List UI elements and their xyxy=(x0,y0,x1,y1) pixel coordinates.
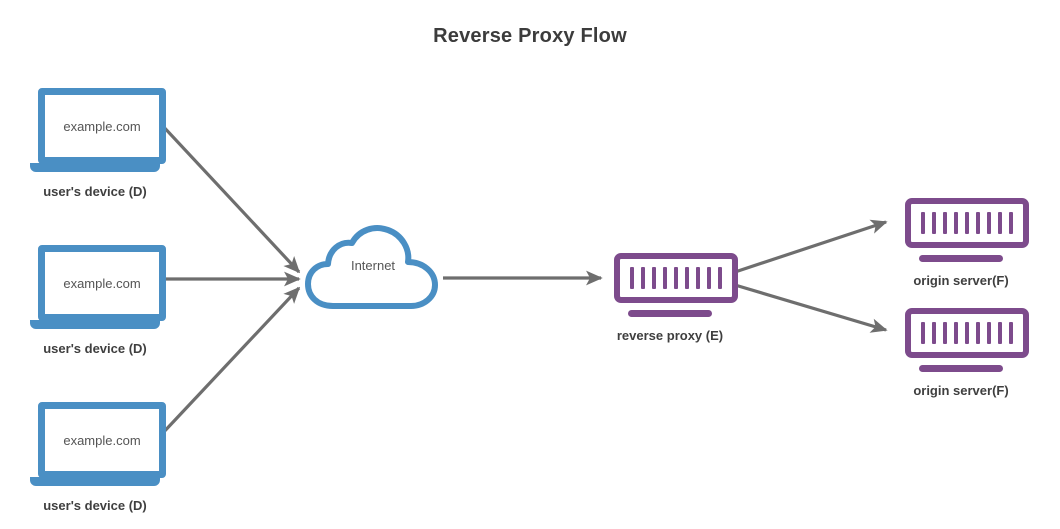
server-bar xyxy=(943,212,947,234)
server-bar xyxy=(663,267,667,289)
server-bar xyxy=(685,267,689,289)
client-node-2-label: user's device (D) xyxy=(43,341,147,356)
laptop-screen-text: example.com xyxy=(63,275,141,291)
server-bar xyxy=(954,212,958,234)
origin-server-node-1: origin server(F) xyxy=(898,198,1029,288)
server-bar xyxy=(987,322,991,344)
reverse-proxy-node: reverse proxy (E) xyxy=(607,253,738,343)
server-bar xyxy=(1009,212,1013,234)
client-node-2: example.com user's device (D) xyxy=(30,245,166,356)
server-bar xyxy=(954,322,958,344)
server-base-icon xyxy=(919,255,1003,262)
server-base-icon xyxy=(919,365,1003,372)
server-bar xyxy=(718,267,722,289)
arrow-proxy-to-origin1 xyxy=(734,219,888,274)
origin-server-node-2-label: origin server(F) xyxy=(913,383,1009,398)
client-node-3-label: user's device (D) xyxy=(43,498,147,513)
server-bar xyxy=(696,267,700,289)
server-bar xyxy=(1009,322,1013,344)
origin-server-node-1-label: origin server(F) xyxy=(913,273,1009,288)
arrow-client3-to-internet xyxy=(158,286,301,438)
client-node-3: example.com user's device (D) xyxy=(30,402,166,513)
server-bar xyxy=(932,212,936,234)
reverse-proxy-label: reverse proxy (E) xyxy=(616,328,724,343)
server-icon xyxy=(905,308,1029,358)
server-bar xyxy=(998,322,1002,344)
laptop-base-icon xyxy=(30,320,160,329)
laptop-base-icon xyxy=(30,477,160,486)
internet-cloud-node: Internet xyxy=(303,222,443,314)
arrow-client1-to-internet xyxy=(158,121,301,274)
server-bar xyxy=(630,267,634,289)
client-node-1: example.com user's device (D) xyxy=(30,88,166,199)
arrow-proxy-to-origin2 xyxy=(734,283,888,333)
cloud-icon xyxy=(305,225,438,309)
client-node-1-label: user's device (D) xyxy=(43,184,147,199)
laptop-screen-icon: example.com xyxy=(38,245,166,321)
server-bar xyxy=(987,212,991,234)
server-bar xyxy=(965,212,969,234)
server-bar xyxy=(998,212,1002,234)
laptop-screen-icon: example.com xyxy=(38,402,166,478)
laptop-base-icon xyxy=(30,163,160,172)
server-bar xyxy=(932,322,936,344)
server-bar xyxy=(921,212,925,234)
server-icon xyxy=(905,198,1029,248)
origin-server-node-2: origin server(F) xyxy=(898,308,1029,398)
laptop-screen-text: example.com xyxy=(63,118,141,134)
server-bar xyxy=(965,322,969,344)
page-title: Reverse Proxy Flow xyxy=(433,25,627,47)
server-bar xyxy=(707,267,711,289)
server-bar xyxy=(652,267,656,289)
laptop-screen-icon: example.com xyxy=(38,88,166,164)
server-base-icon xyxy=(628,310,712,317)
server-bar xyxy=(943,322,947,344)
internet-cloud-label: Internet xyxy=(350,258,396,273)
server-icon xyxy=(614,253,738,303)
server-bar xyxy=(976,322,980,344)
server-bar xyxy=(921,322,925,344)
server-bar xyxy=(976,212,980,234)
laptop-screen-text: example.com xyxy=(63,432,141,448)
server-bar xyxy=(641,267,645,289)
server-bar xyxy=(674,267,678,289)
